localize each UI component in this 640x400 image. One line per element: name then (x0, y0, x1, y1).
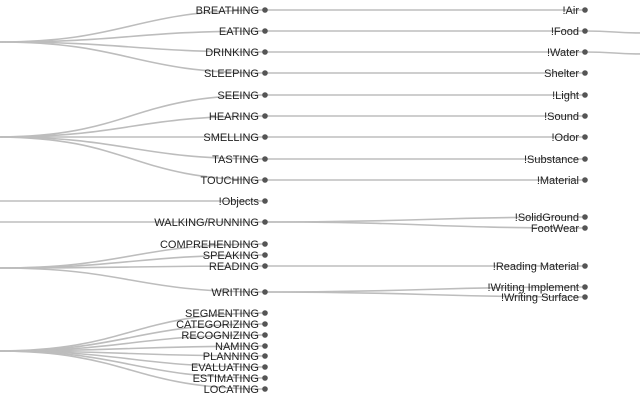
node-hearing[interactable] (262, 113, 268, 119)
link-sleeping (0, 41, 266, 74)
label-segmenting: SEGMENTING (185, 308, 259, 320)
link-reading (0, 265, 266, 269)
node-drinking[interactable] (262, 49, 268, 55)
node-planning[interactable] (262, 353, 268, 359)
label-evaluating: EVALUATING (191, 362, 259, 374)
label-substance: !Substance (524, 154, 579, 166)
label-water: !Water (547, 47, 579, 59)
node-evaluating[interactable] (262, 364, 268, 370)
label-eating: EATING (219, 26, 259, 38)
label-categorizing: CATEGORIZING (176, 319, 259, 331)
label-touching: TOUCHING (201, 175, 259, 187)
label-seeing: SEEING (217, 90, 259, 102)
node-recognizing[interactable] (262, 332, 268, 338)
label-shelter: Shelter (544, 68, 579, 80)
node-locating[interactable] (262, 386, 268, 392)
label-sound: !Sound (544, 111, 579, 123)
node-touching[interactable] (262, 177, 268, 183)
label-material: !Material (537, 175, 579, 187)
label-writing: WRITING (211, 287, 259, 299)
node-naming[interactable] (262, 343, 268, 349)
link-touching (0, 136, 266, 181)
node-odor[interactable] (582, 134, 588, 140)
link-breathing (0, 9, 266, 43)
label-planning: PLANNING (203, 351, 259, 363)
link-drinking (0, 41, 266, 53)
label-tasting: TASTING (212, 154, 259, 166)
label-drinking: DRINKING (205, 47, 259, 59)
node-walking-running[interactable] (262, 219, 268, 225)
node-speaking[interactable] (262, 252, 268, 258)
link-layer (0, 9, 640, 390)
node-reading-material[interactable] (582, 263, 588, 269)
label-solidground: !SolidGround (515, 212, 579, 224)
link-seeing (0, 94, 266, 138)
node-material[interactable] (582, 177, 588, 183)
label-odor: !Odor (551, 132, 579, 144)
node-smelling[interactable] (262, 134, 268, 140)
node-eating[interactable] (262, 28, 268, 34)
label-hearing: HEARING (209, 111, 259, 123)
link-tasting (0, 136, 266, 160)
node-writing-surface[interactable] (582, 294, 588, 300)
node-footwear[interactable] (582, 225, 588, 231)
node-comprehending[interactable] (262, 241, 268, 247)
label-footwear: FootWear (531, 223, 579, 235)
label-speaking: SPEAKING (203, 250, 259, 262)
node-tasting[interactable] (262, 156, 268, 162)
node-water[interactable] (582, 49, 588, 55)
link-hearing (0, 115, 266, 138)
node-reading[interactable] (262, 263, 268, 269)
label-objects: !Objects (219, 196, 260, 208)
label-air: !Air (563, 5, 580, 17)
label-reading: READING (209, 261, 259, 273)
label-reading-material: !Reading Material (493, 261, 579, 273)
link-footwear (264, 221, 586, 229)
label-estimating: ESTIMATING (193, 373, 259, 385)
node-sound[interactable] (582, 113, 588, 119)
node-seeing[interactable] (262, 92, 268, 98)
label-sleeping: SLEEPING (204, 68, 259, 80)
node-segmenting[interactable] (262, 310, 268, 316)
label-locating: LOCATING (204, 384, 259, 396)
node-categorizing[interactable] (262, 321, 268, 327)
label-comprehending: COMPREHENDING (160, 239, 259, 251)
node-substance[interactable] (582, 156, 588, 162)
node-writing[interactable] (262, 289, 268, 295)
node-estimating[interactable] (262, 375, 268, 381)
node-solidground[interactable] (582, 214, 588, 220)
node-shelter[interactable] (582, 70, 588, 76)
node-food[interactable] (582, 28, 588, 34)
node-objects[interactable] (262, 198, 268, 204)
link-eating (0, 30, 266, 43)
label-writing-implement: !Writing Implement (488, 282, 580, 294)
label-naming: NAMING (215, 341, 259, 353)
label-writing-surface: !Writing Surface (501, 292, 579, 304)
label-smelling: SMELLING (203, 132, 259, 144)
label-breathing: BREATHING (196, 5, 259, 17)
label-walking-running: WALKING/RUNNING (154, 217, 259, 229)
link-writing-surface (264, 291, 586, 298)
link-water-continued (584, 51, 640, 55)
node-light[interactable] (582, 92, 588, 98)
label-recognizing: RECOGNIZING (181, 330, 259, 342)
link-food-continued (584, 30, 640, 34)
link-writing (0, 267, 266, 293)
label-light: !Light (552, 90, 579, 102)
label-food: !Food (551, 26, 579, 38)
node-writing-implement[interactable] (582, 284, 588, 290)
node-sleeping[interactable] (262, 70, 268, 76)
link-locating (0, 350, 266, 390)
node-breathing[interactable] (262, 7, 268, 13)
node-air[interactable] (582, 7, 588, 13)
